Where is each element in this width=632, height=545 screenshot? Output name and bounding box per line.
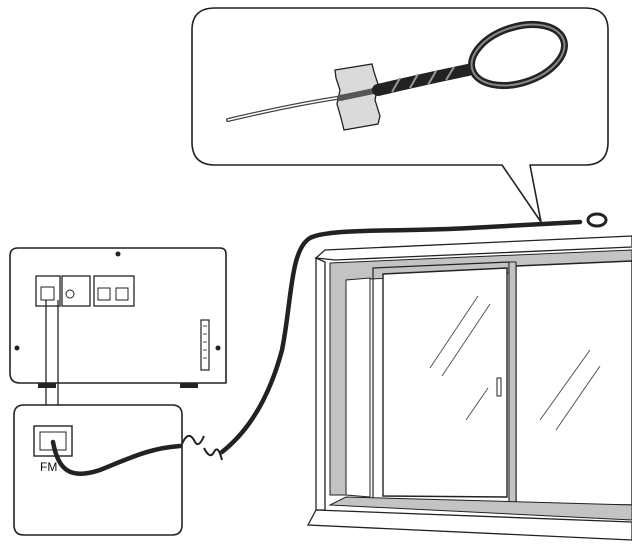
foot — [38, 383, 56, 388]
glass-reflection — [429, 295, 491, 421]
antenna-loop-small-icon — [586, 212, 608, 228]
fm-jack-label: FM — [40, 460, 57, 474]
stereo-unit-rear — [9, 247, 227, 405]
screw-icon — [215, 345, 221, 351]
speaker-jack-icon — [97, 287, 111, 301]
window-latch — [496, 377, 502, 397]
wire-break-symbol — [181, 434, 205, 446]
antenna-end-callout — [191, 7, 609, 223]
screw-icon — [115, 251, 121, 257]
window — [306, 235, 632, 541]
inlet-icon — [65, 289, 75, 299]
callout-bubble — [191, 7, 609, 223]
fm-antenna-wire — [50, 212, 608, 476]
window-sill — [328, 496, 632, 521]
stereo-body — [9, 247, 227, 384]
side-vent — [200, 319, 210, 371]
left-sash — [382, 267, 508, 498]
fm-terminal-panel — [35, 275, 61, 307]
right-sash — [515, 260, 632, 506]
fm-jack-small-icon — [40, 286, 55, 301]
foot — [180, 383, 198, 388]
speaker-jack-icon — [115, 287, 129, 301]
glass-reflection — [539, 349, 601, 431]
twisted-wire-section — [372, 64, 474, 96]
ac-inlet-panel — [61, 275, 91, 307]
screw-icon — [14, 345, 20, 351]
